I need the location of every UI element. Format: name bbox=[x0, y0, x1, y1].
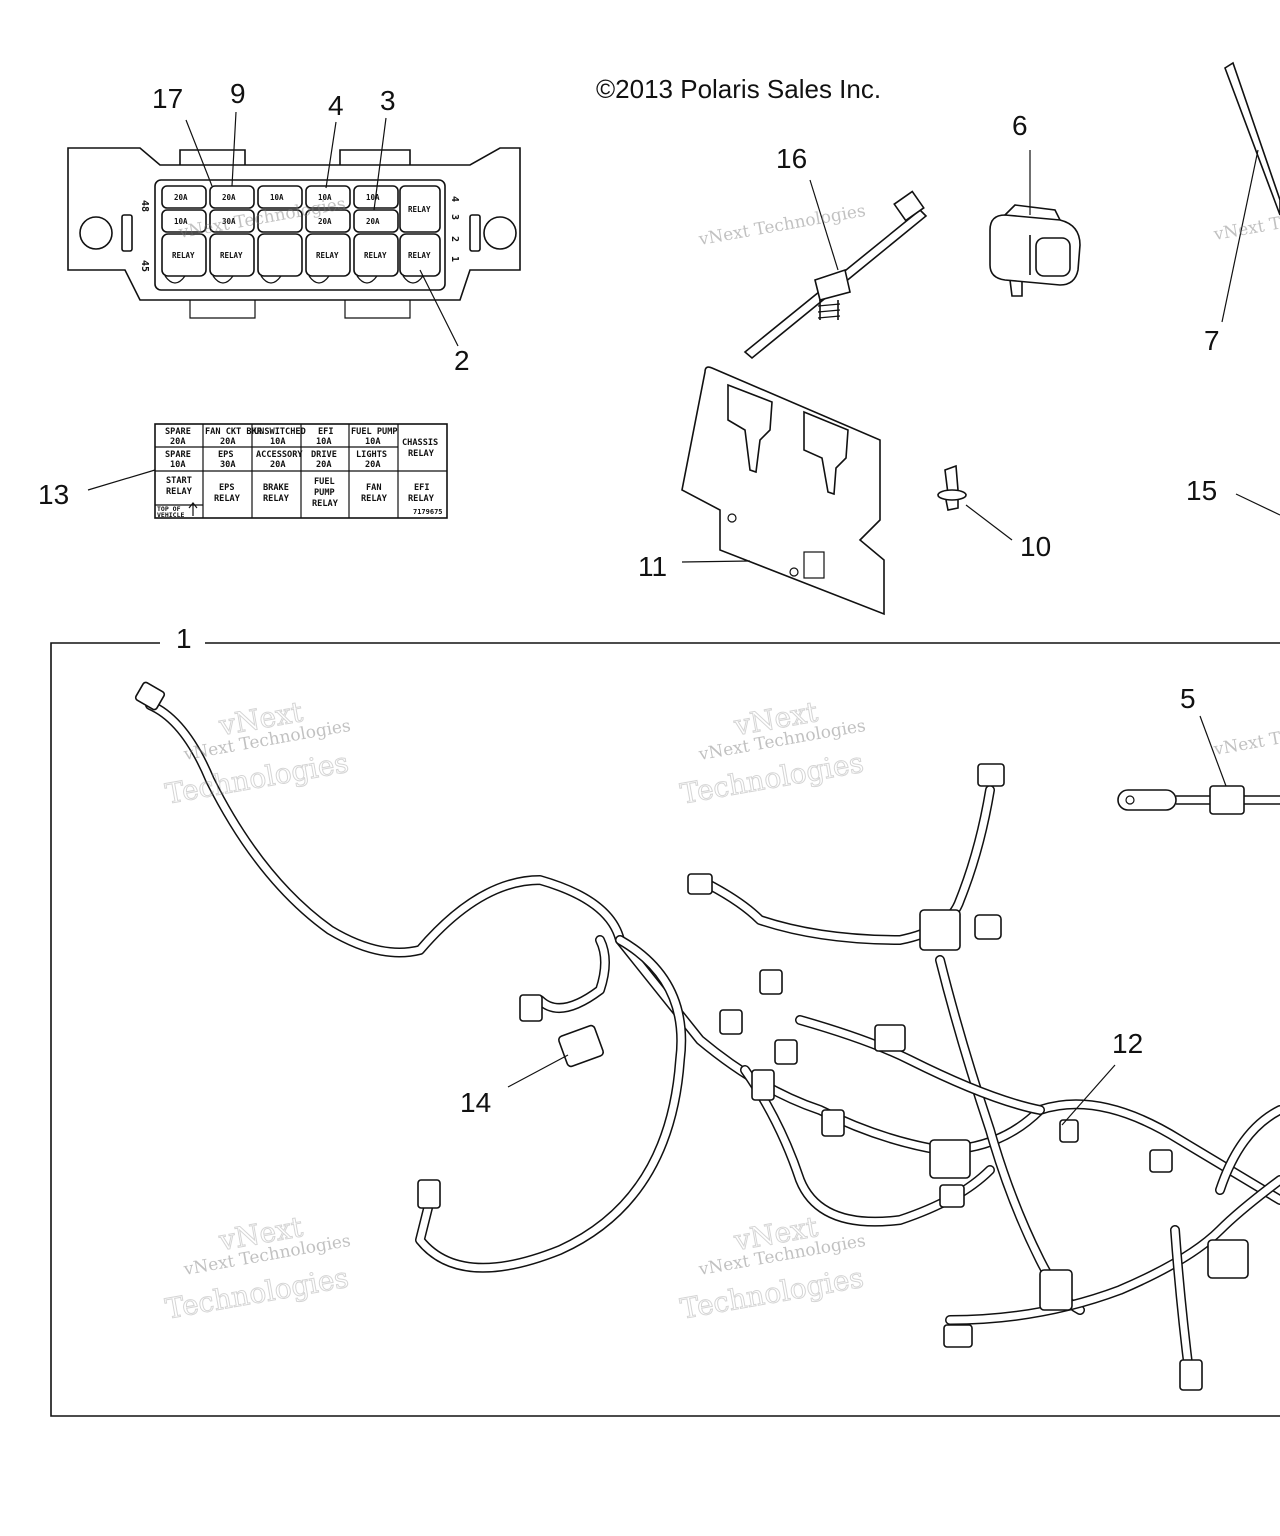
fuse-row-3: RELAY RELAY RELAY RELAY RELAY bbox=[161, 233, 441, 277]
label-r1c4a: EFI bbox=[318, 427, 334, 437]
rod-part bbox=[1224, 61, 1280, 216]
label-r1c4b: 10A bbox=[316, 437, 332, 447]
fuse-r2-5: 20A bbox=[366, 217, 380, 226]
callout-1: 1 bbox=[176, 623, 192, 654]
label-r3c4c: RELAY bbox=[312, 499, 339, 509]
fuse-box-num-2: 2 bbox=[449, 236, 460, 242]
watermark-3: vNext Technologies bbox=[1211, 196, 1280, 245]
label-r2c3a: ACCESSORY bbox=[256, 450, 303, 460]
label-r2c4a: DRIVE bbox=[311, 450, 337, 460]
label-r1c1a: SPARE bbox=[165, 427, 191, 437]
fuse-r1-5: 10A bbox=[366, 193, 380, 202]
label-r3c1b: RELAY bbox=[166, 487, 193, 497]
label-chassis-b: RELAY bbox=[408, 449, 435, 459]
relay-1: RELAY bbox=[172, 251, 195, 260]
label-r2c5a: LIGHTS bbox=[356, 450, 387, 460]
callout-10: 10 bbox=[1020, 531, 1051, 562]
label-r1c2b: 20A bbox=[220, 437, 236, 447]
label-r1c5b: 10A bbox=[365, 437, 381, 447]
label-r3c1a: START bbox=[166, 476, 192, 486]
callout-7: 7 bbox=[1204, 325, 1220, 356]
label-chassis-a: CHASSIS bbox=[402, 438, 438, 448]
fuse-r1-6: RELAY bbox=[408, 205, 431, 214]
label-r2c4b: 20A bbox=[316, 460, 332, 470]
label-r3c2b: RELAY bbox=[214, 494, 241, 504]
fuse-label: SPARE 20A FAN CKT BKR 20A UNSWITCHED 10A… bbox=[154, 423, 448, 519]
label-r1c3a: UNSWITCHED bbox=[254, 427, 306, 437]
callout-3: 3 bbox=[380, 85, 396, 116]
fuse-r1-3: 10A bbox=[270, 193, 284, 202]
callout-14: 14 bbox=[460, 1087, 491, 1118]
label-r2c2a: EPS bbox=[218, 450, 234, 460]
ground-wire-part bbox=[1117, 785, 1280, 815]
callout-16: 16 bbox=[776, 143, 807, 174]
callout-4: 4 bbox=[328, 90, 344, 121]
fuse-row-1: 20A 20A 10A 10A 10A RELAY bbox=[161, 185, 441, 233]
relay-2: RELAY bbox=[220, 251, 243, 260]
label-r2c2b: 30A bbox=[220, 460, 236, 470]
fuse-r2-4: 20A bbox=[318, 217, 332, 226]
label-r1c5a: FUEL PUMP bbox=[351, 427, 398, 437]
fuse-row-2: 10A 30A 20A 20A bbox=[161, 209, 399, 233]
copyright-text: ©2013 Polaris Sales Inc. bbox=[596, 74, 881, 104]
label-r3c4b: PUMP bbox=[314, 488, 335, 498]
callout-9: 9 bbox=[230, 78, 246, 109]
label-r1c3b: 10A bbox=[270, 437, 286, 447]
callout-11: 11 bbox=[638, 551, 667, 582]
callout-2: 2 bbox=[454, 345, 470, 376]
push-rivet-part bbox=[937, 464, 967, 511]
watermarks: vNext Technologies vNext Technologies vN… bbox=[162, 194, 1280, 1326]
label-r3c3a: BRAKE bbox=[263, 483, 289, 493]
label-r2c1a: SPARE bbox=[165, 450, 191, 460]
fuse-r2-2: 30A bbox=[222, 217, 236, 226]
label-r3c4a: FUEL bbox=[314, 477, 335, 487]
callout-15: 15 bbox=[1186, 475, 1217, 506]
label-r3c5a: FAN bbox=[366, 483, 382, 493]
callout-12: 12 bbox=[1112, 1028, 1143, 1059]
label-r3c3b: RELAY bbox=[263, 494, 290, 504]
arrow-up-icon bbox=[188, 502, 198, 516]
fuse-r2-1: 10A bbox=[174, 217, 188, 226]
label-r2c3b: 20A bbox=[270, 460, 286, 470]
callout-5: 5 bbox=[1180, 683, 1196, 714]
fuse-box-num-1: 1 bbox=[449, 256, 460, 262]
label-r1c1b: 20A bbox=[170, 437, 186, 447]
harness-frame bbox=[50, 642, 1280, 1417]
fuse-r1-4: 10A bbox=[318, 193, 332, 202]
watermark-2: vNext Technologies bbox=[696, 201, 867, 250]
fuse-box-num-3: 3 bbox=[449, 214, 460, 220]
label-r2c5b: 20A bbox=[365, 460, 381, 470]
relay-6: RELAY bbox=[408, 251, 431, 260]
bracket-part bbox=[681, 366, 885, 616]
label-r3c5b: RELAY bbox=[361, 494, 388, 504]
label-r1c2a: FAN CKT BKR bbox=[205, 427, 263, 437]
label-efi-a: EFI bbox=[414, 483, 430, 493]
label-part-no: 7179675 bbox=[413, 508, 443, 516]
label-r2c1b: 10A bbox=[170, 460, 186, 470]
relay-4: RELAY bbox=[316, 251, 339, 260]
fuse-box-num-45: 45 bbox=[139, 260, 150, 272]
fuse-box-num-4: 4 bbox=[449, 196, 460, 202]
fuse-box: 20A 20A 10A 10A 10A RELAY 10A 30A 20A 20… bbox=[67, 147, 521, 319]
label-vehicle: VEHICLE bbox=[157, 511, 184, 519]
label-top-of: TOP OF bbox=[157, 505, 181, 513]
fuse-box-num-48: 48 bbox=[139, 200, 150, 212]
callout-6: 6 bbox=[1012, 110, 1028, 141]
label-r3c2a: EPS bbox=[219, 483, 235, 493]
callout-17: 17 bbox=[152, 83, 183, 114]
harness-connectors bbox=[134, 681, 1249, 1391]
connector-part bbox=[989, 204, 1081, 297]
fuse-r1-1: 20A bbox=[174, 193, 188, 202]
cable-tie-part bbox=[743, 190, 928, 360]
relay-5: RELAY bbox=[364, 251, 387, 260]
fuse-r1-2: 20A bbox=[222, 193, 236, 202]
callout-13: 13 bbox=[38, 479, 69, 510]
label-efi-b: RELAY bbox=[408, 494, 435, 504]
watermark-6: vNext Technologies bbox=[1211, 711, 1280, 760]
